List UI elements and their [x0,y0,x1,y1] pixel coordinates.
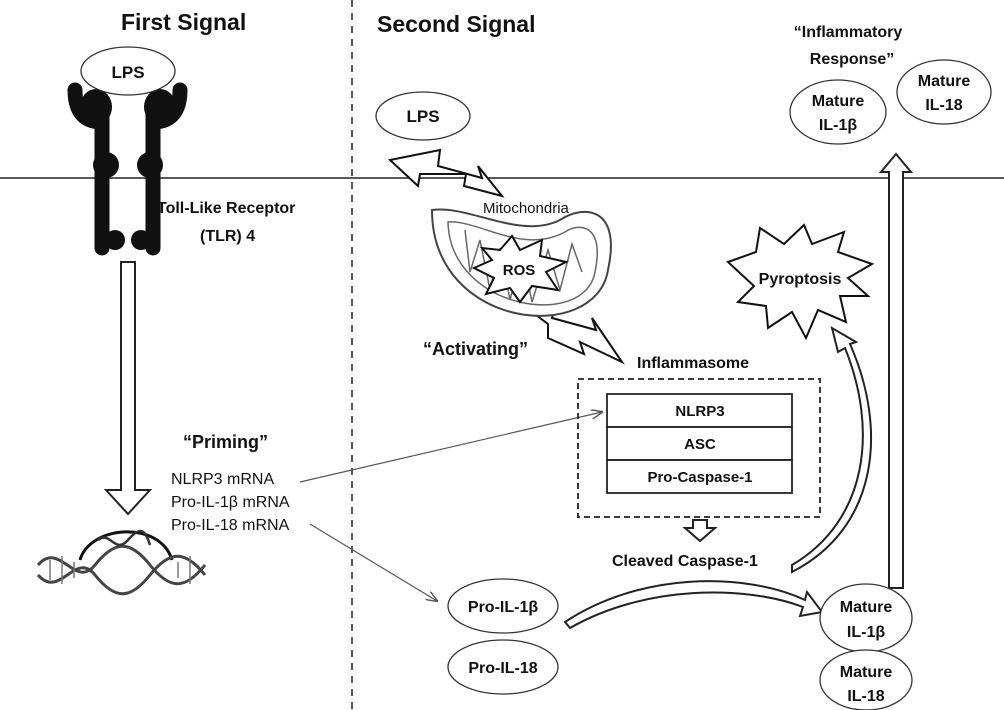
asc-box [606,426,793,461]
pro-il1b-node [447,578,559,634]
pro-il1b-label: Pro-IL-1β [468,599,538,616]
pro-caspase-box [606,459,793,494]
pro-il-translation-arrow [309,523,437,601]
asc-label: ASC [684,436,716,453]
response-label-line1: “Inflammatory [794,24,903,41]
pyroptosis-burst-icon [726,223,875,341]
activating-label: “Activating” [423,339,528,359]
mature-il18-label-line2: IL-18 [847,688,884,705]
first-signal-header: First Signal [121,9,246,35]
secretion-arrow-icon [878,152,914,589]
second-signal-header: Second Signal [377,11,535,37]
ros-burst-icon [471,234,569,304]
mrna-pro-il1b: Pro-IL-1β mRNA [171,494,290,511]
lps-ligand-left-label: LPS [111,63,144,82]
pro-caspase-label: Pro-Caspase-1 [647,469,752,486]
inflammasome-title: Inflammasome [637,355,749,372]
receptor-label-line1: Toll-Like Receptor [157,200,295,217]
cleavage-arrow-icon [682,519,718,543]
tlr4-receptor-icon [67,82,188,256]
secreted-il18-label-line2: IL-18 [925,97,962,114]
mature-il1b-label-line1: Mature [840,599,893,616]
response-label-line2: Response” [810,51,894,68]
nlrp3-translation-arrow [299,412,602,483]
nlrp3-box [606,393,793,428]
priming-label: “Priming” [183,432,268,452]
mature-il1b-label-line2: IL-1β [847,624,885,641]
mature-il1b-node [819,583,913,653]
secreted-il18-node [896,59,992,125]
mrna-pro-il18: Pro-IL-18 mRNA [171,517,290,534]
lps-ligand-left [80,46,176,96]
ros-label: ROS [503,262,536,279]
pro-il18-label: Pro-IL-18 [468,660,537,677]
pyroptosis-label: Pyroptosis [759,271,842,288]
lps-ligand-right [375,91,471,141]
secreted-il18-label-line1: Mature [918,73,971,90]
receptor-label-line2: (TLR) 4 [200,228,255,245]
mitochondria-label: Mitochondria [483,200,570,217]
secreted-il1b-node [789,79,887,145]
secreted-il1b-label-line1: Mature [812,93,865,110]
cleaved-caspase-label: Cleaved Caspase-1 [612,553,758,570]
pyroptosis-arrow-icon [791,325,872,574]
dna-icon [36,529,207,596]
secreted-il1b-label-line2: IL-1β [819,117,857,134]
inflammasome-complex [577,378,821,518]
priming-arrow-icon [103,261,153,516]
mature-il18-node [819,649,913,710]
maturation-arrow-icon [563,580,824,630]
mrna-nlrp3: NLRP3 mRNA [171,471,274,488]
mature-il18-label-line1: Mature [840,664,893,681]
lightning-bolt-lps-icon [387,148,505,198]
pro-il18-node [447,639,559,695]
lps-ligand-right-label: LPS [406,107,439,126]
nlrp3-label: NLRP3 [675,403,724,420]
